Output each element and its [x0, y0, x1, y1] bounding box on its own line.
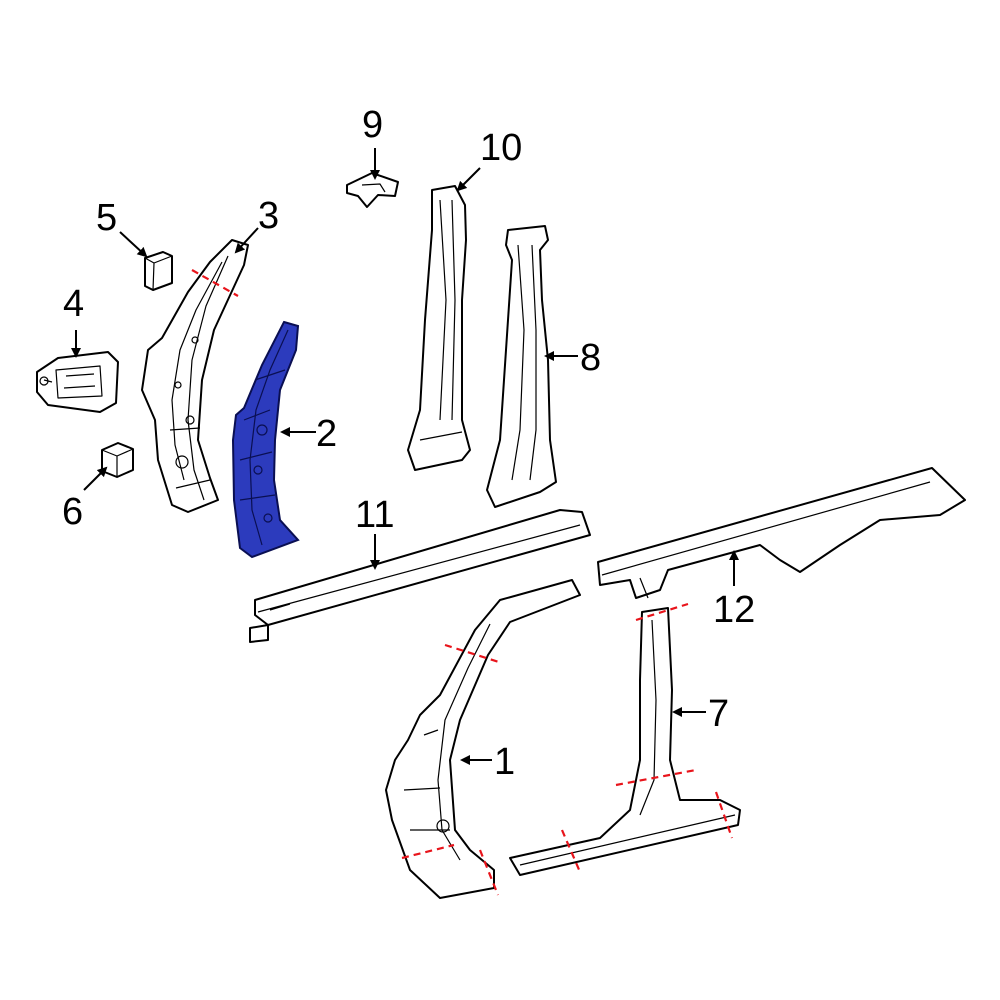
- part-8-pillar-reinforcement[interactable]: [486, 225, 557, 508]
- callout-2[interactable]: 2: [316, 413, 337, 455]
- part-7-pillar-outer[interactable]: [509, 607, 741, 876]
- callout-7[interactable]: 7: [708, 693, 729, 735]
- callout-8[interactable]: 8: [580, 337, 601, 379]
- part-12-roof-rail[interactable]: [597, 467, 966, 599]
- callout-11[interactable]: 11: [355, 494, 394, 536]
- part-1-body-side-outer[interactable]: [385, 579, 581, 899]
- part-9-bracket[interactable]: [346, 172, 399, 208]
- callout-labels: 1 2 3 4 5 6 7 8 9 10 11 12: [62, 104, 755, 783]
- part-3-pillar-panel[interactable]: [141, 239, 249, 513]
- callout-1[interactable]: 1: [494, 741, 515, 783]
- callout-4[interactable]: 4: [63, 283, 84, 325]
- callout-6[interactable]: 6: [62, 491, 83, 533]
- part-2-pillar-reinforcement[interactable]: [231, 320, 300, 559]
- callout-9[interactable]: 9: [362, 104, 383, 146]
- part-5-block[interactable]: [144, 251, 173, 291]
- part-4-bracket[interactable]: [36, 351, 119, 413]
- part-6-block[interactable]: [101, 442, 134, 478]
- callout-10[interactable]: 10: [480, 127, 522, 169]
- callout-5[interactable]: 5: [96, 197, 117, 239]
- part-11-rocker[interactable]: [249, 509, 591, 643]
- callout-arrows: [71, 148, 739, 765]
- cut-lines: [191, 269, 734, 896]
- part-10-pillar-inner[interactable]: [407, 185, 471, 471]
- callout-12[interactable]: 12: [713, 589, 755, 631]
- callout-3[interactable]: 3: [258, 195, 279, 237]
